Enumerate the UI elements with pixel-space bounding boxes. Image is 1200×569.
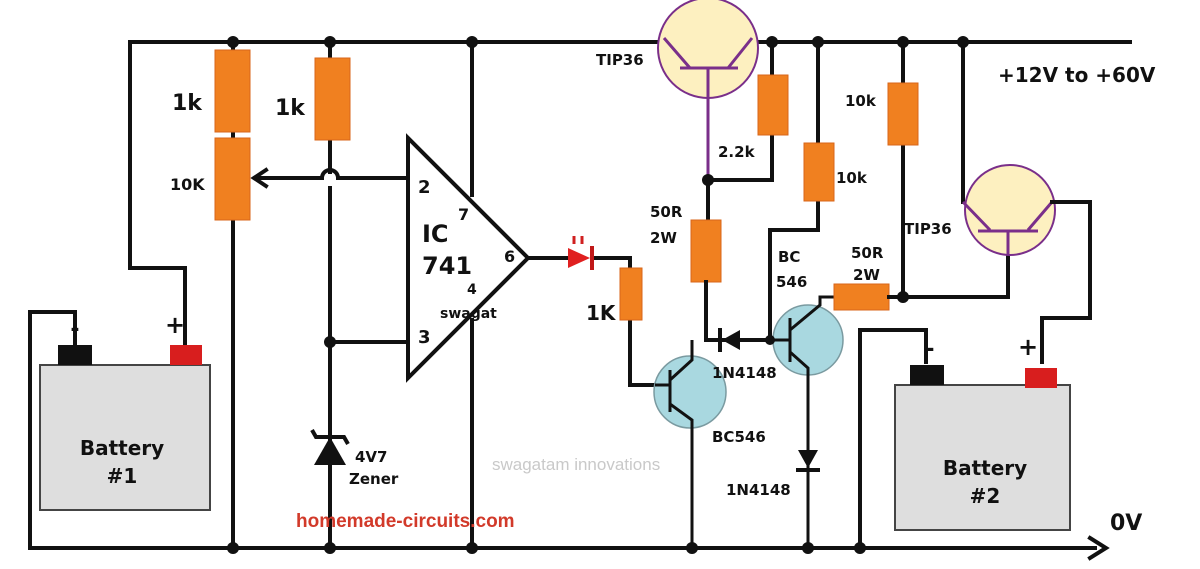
label-q1: TIP36 [596,51,644,69]
label-bc546-a2: 546 [776,273,807,291]
label-2w-b: 2W [853,266,880,284]
bc546-1-symbol [655,340,694,548]
resistor-50r-b [833,283,890,311]
ic-label: IC [422,220,449,248]
label-q2: TIP36 [904,220,952,238]
wire [1040,200,1092,364]
resistor-1k-a [214,49,251,133]
battery2-plus: + [1018,333,1038,361]
label-supply: +12V to +60V [998,63,1156,87]
pin-6: 6 [504,247,515,266]
led [568,236,594,270]
label-d1: 1N4148 [712,364,777,382]
label-bc546-b: BC546 [712,428,766,446]
label-pot: 10K [170,175,205,194]
label-zener: 4V7 [355,448,387,466]
label-r-22k: 2.2k [718,143,756,161]
wire [887,248,1010,299]
wire [768,40,820,342]
resistor-10k-b [887,82,919,146]
wire [28,310,77,550]
diode-1n4148-b [796,450,820,472]
label-2w-a: 2W [650,229,677,247]
wiper-arrow-icon [250,167,269,189]
battery-1: - + Battery #1 [39,311,211,511]
wire [128,40,187,347]
wire [858,328,928,550]
transistor-bc546-1 [653,355,727,429]
label-d2: 1N4148 [726,481,791,499]
label-50r-a: 50R [650,203,683,221]
pin-3: 3 [418,327,431,348]
ground-arrow-icon [1087,535,1110,561]
zener-diode [310,429,350,465]
website-credit: homemade-circuits.com [296,511,515,532]
label-r-led: 1K [586,301,617,325]
resistor-2-2k [757,74,789,136]
wire [254,168,410,180]
watermark-text: swagatam innovations [492,455,660,474]
potentiometer-10k [214,137,251,221]
battery2-minus: - [925,337,934,362]
resistor-10k-a [803,142,835,202]
pin-7: 7 [458,205,469,224]
transistor-tip36-2 [964,164,1056,256]
ic-brand: swagat [440,306,497,322]
battery1-name: Battery [80,436,164,460]
resistor-1k-led [619,267,643,321]
label-r1: 1k [172,91,203,116]
label-r-10k-b: 10k [845,92,877,110]
pin-4: 4 [467,282,477,298]
battery2-name: Battery [943,456,1027,480]
resistor-1k-b [314,57,351,141]
label-r-10k-a: 10k [836,169,868,187]
junction-dots [227,36,969,554]
diode-1n4148-a [718,328,740,352]
bc546-2-symbol [772,295,835,548]
resistor-50r-a [690,219,722,283]
battery1-plus: + [165,311,185,339]
pin-2: 2 [418,177,431,198]
wire [526,256,657,387]
label-ground: 0V [1110,511,1142,536]
label-zener-word: Zener [349,470,399,488]
opamp-ic741 [406,133,531,383]
tip36-2-symbol [961,200,1054,255]
battery2-number: #2 [970,484,1001,508]
battery1-minus: - [70,317,79,342]
battery-2: - + Battery #2 [894,333,1071,531]
label-bc546-a1: BC [778,248,800,266]
battery1-number: #1 [107,464,138,488]
label-r2: 1k [275,96,306,121]
ic-number: 741 [422,252,472,280]
tip36-1-symbol [662,37,754,180]
label-50r-b: 50R [851,244,884,262]
